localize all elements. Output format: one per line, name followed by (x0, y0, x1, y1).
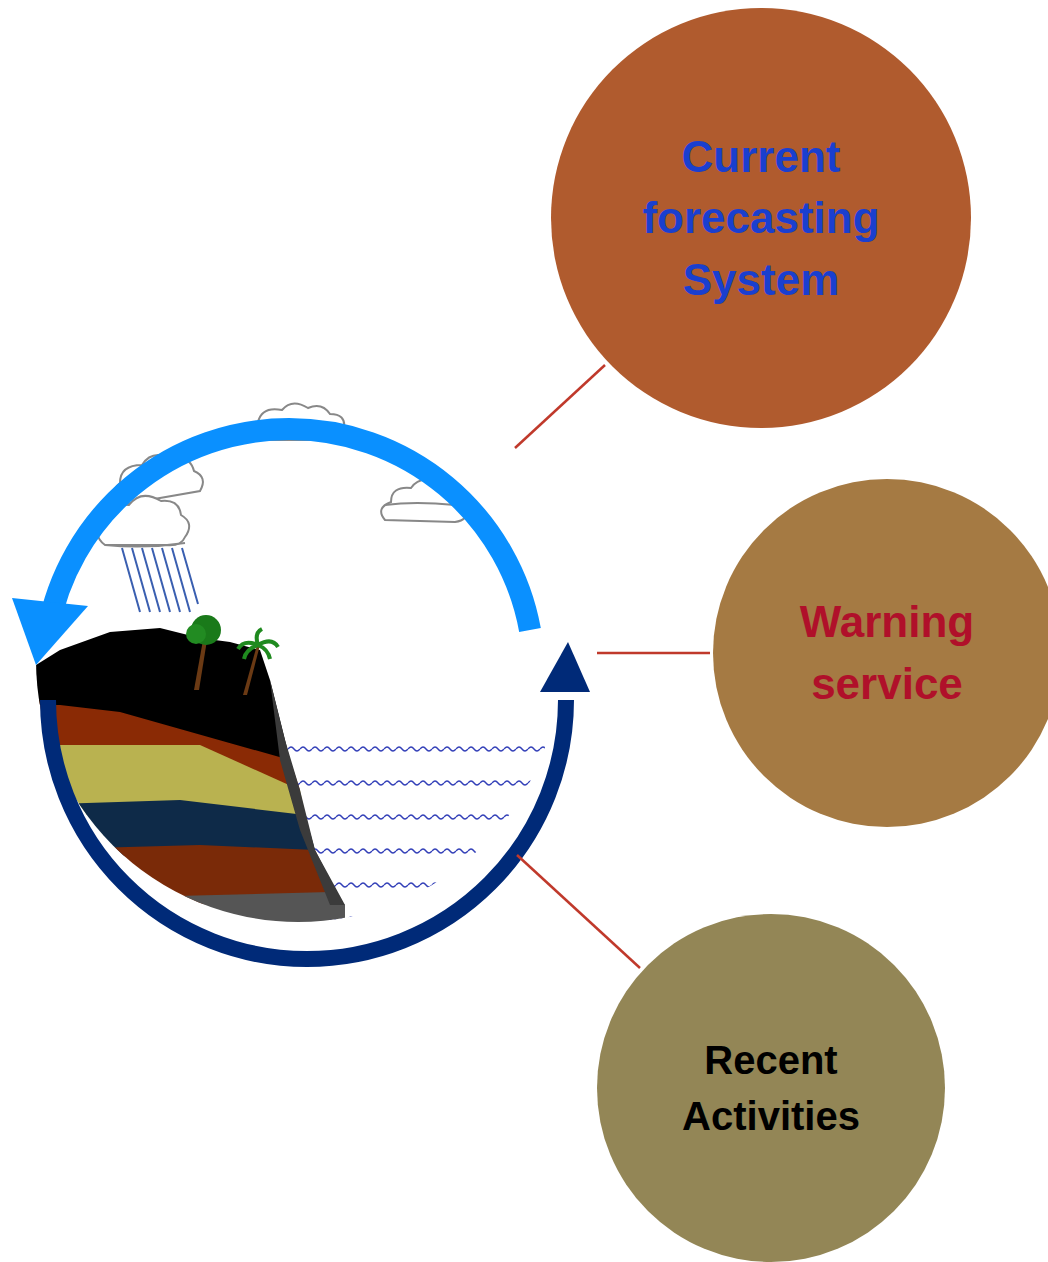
topic-circle: Recent Activities (596, 913, 946, 1262)
circle-fill (713, 479, 1048, 827)
topic-circle: Current forecasting System (550, 7, 972, 429)
runoff-arrow (48, 700, 566, 959)
circle-shape (712, 478, 1048, 828)
hill-top (20, 628, 290, 760)
circle-fill (597, 914, 945, 1262)
evaporation-arrow (48, 429, 530, 630)
topic-label: Current forecasting System (626, 126, 896, 311)
topic-label: Warning service (772, 591, 1002, 714)
arrow-head (540, 642, 590, 692)
arrow-head (12, 598, 88, 665)
leader-line (517, 855, 640, 968)
circle-fill (551, 8, 971, 428)
leader-line (515, 365, 605, 448)
rain (122, 548, 198, 612)
leader-line (597, 652, 710, 655)
trees (186, 615, 278, 695)
topic-circle: Warning service (712, 478, 1048, 828)
cliff-edge (270, 680, 345, 905)
topic-label: Recent Activities (651, 1032, 891, 1144)
circle-shape (596, 913, 946, 1262)
